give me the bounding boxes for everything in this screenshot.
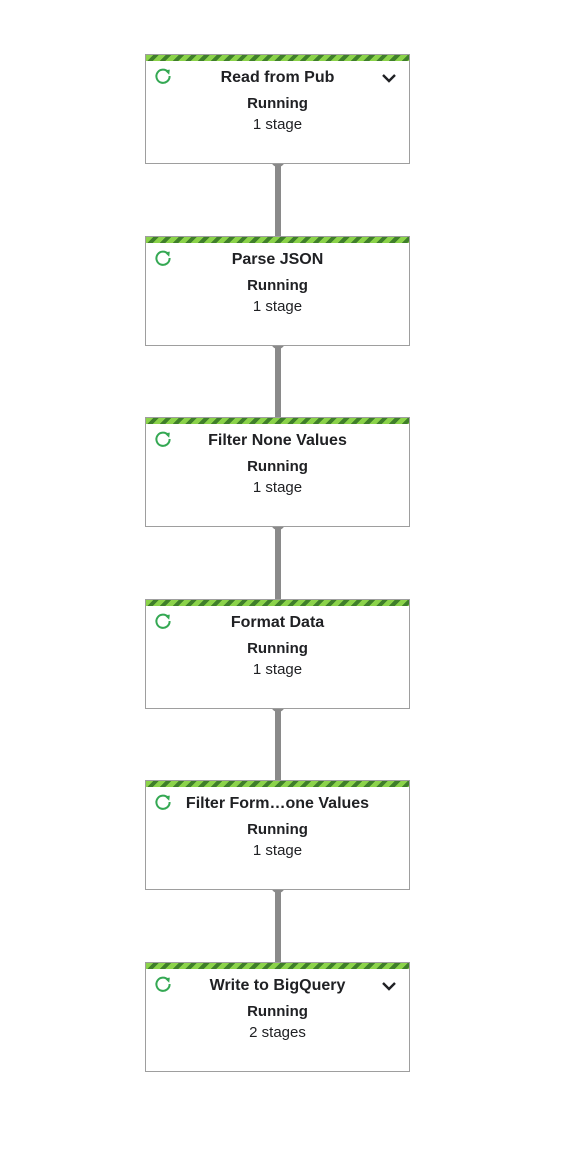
running-refresh-icon [154,793,172,811]
step-stage-count: 2 stages [249,1024,306,1041]
step-status: Running [247,277,308,294]
running-stripe [146,418,409,424]
running-stripe [146,55,409,61]
running-stripe [146,781,409,787]
step-status: Running [247,1003,308,1020]
step-title: Parse JSON [231,251,324,268]
step-status: Running [247,95,308,112]
step-status: Running [247,640,308,657]
step-stage-count: 1 stage [252,661,303,678]
step-title: Filter Form…one Values [185,795,370,812]
step-title: Filter None Values [208,432,347,449]
running-refresh-icon [154,975,172,993]
step-title: Write to BigQuery [209,977,346,994]
running-refresh-icon [154,249,172,267]
step-status: Running [247,821,308,838]
pipeline-step-node[interactable]: Parse JSON Running 1 stage [145,236,410,346]
step-status: Running [247,458,308,475]
step-connector [271,523,285,599]
step-stage-count: 1 stage [252,116,303,133]
step-connector [271,342,285,417]
running-refresh-icon [154,430,172,448]
running-refresh-icon [154,612,172,630]
chevron-down-icon[interactable] [381,71,397,83]
step-title: Format Data [230,614,325,631]
step-title: Read from Pub [220,69,335,86]
step-stage-count: 1 stage [252,842,303,859]
running-stripe [146,600,409,606]
running-refresh-icon [154,67,172,85]
step-stage-count: 1 stage [252,298,303,315]
running-stripe [146,963,409,969]
chevron-down-icon[interactable] [381,979,397,991]
step-connector [271,886,285,962]
running-stripe [146,237,409,243]
step-connector [271,705,285,780]
step-stage-count: 1 stage [252,479,303,496]
step-connector [271,160,285,236]
